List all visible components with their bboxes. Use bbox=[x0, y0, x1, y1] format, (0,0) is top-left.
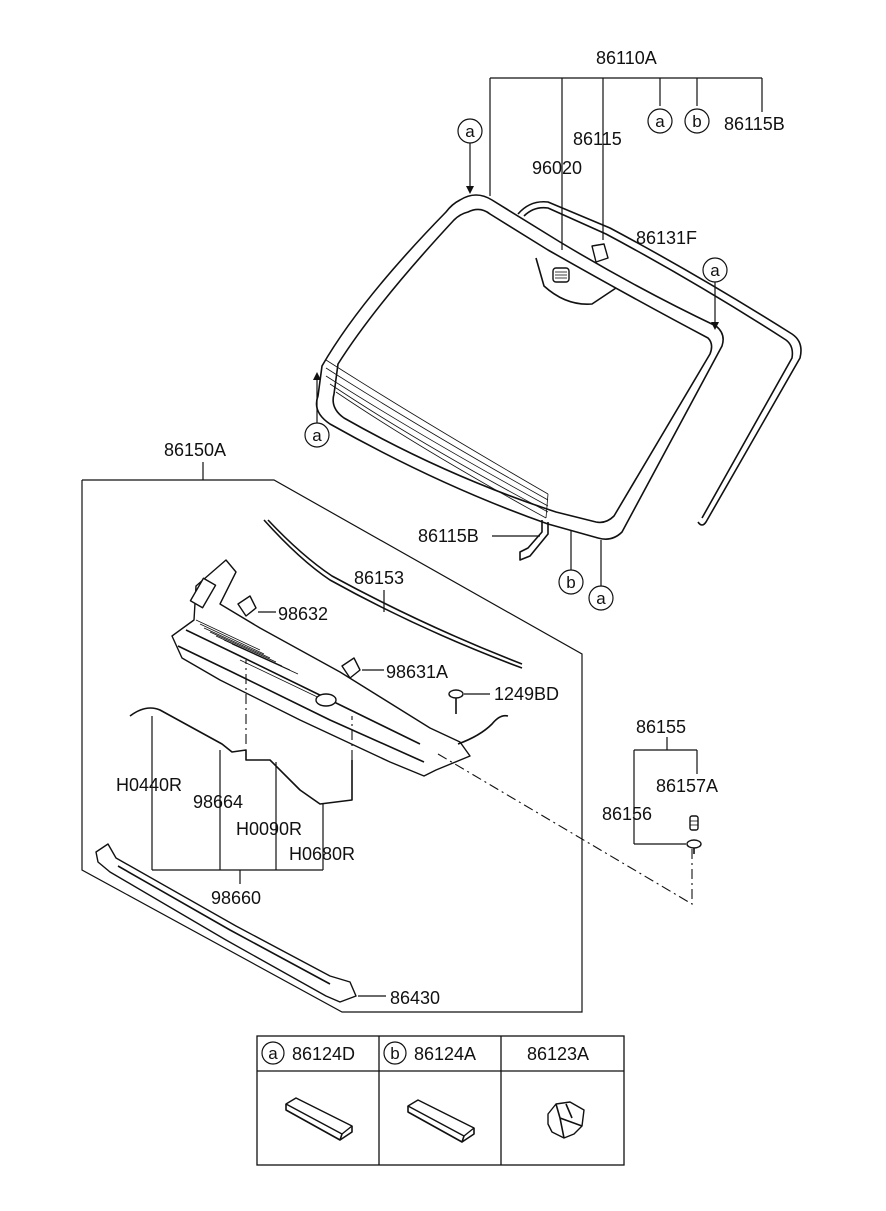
svg-text:b: b bbox=[566, 573, 575, 592]
svg-text:a: a bbox=[465, 122, 475, 141]
callout-a-top-right: a bbox=[647, 108, 673, 134]
table-callout-b: b bbox=[390, 1044, 399, 1063]
label-86156: 86156 bbox=[602, 804, 652, 824]
nozzle-98632 bbox=[237, 595, 276, 617]
label-86430: 86430 bbox=[390, 988, 440, 1008]
label-98631a: 98631A bbox=[386, 662, 448, 682]
washer-hose-assy bbox=[129, 660, 353, 805]
label-86115b-bottom: 86115B bbox=[418, 526, 479, 546]
parts-table bbox=[256, 1035, 625, 1166]
table-partno-86124d: 86124D bbox=[292, 1044, 355, 1064]
callout-b-top-right: b bbox=[684, 108, 710, 134]
label-96020: 96020 bbox=[532, 158, 582, 178]
label-1249bd: 1249BD bbox=[494, 684, 559, 704]
bracket-86115b-bottom bbox=[492, 520, 549, 561]
clip-86156 bbox=[686, 839, 702, 854]
label-h0090r: H0090R bbox=[236, 819, 302, 839]
label-86150a: 86150A bbox=[164, 440, 226, 460]
windshield-glass bbox=[315, 194, 724, 540]
leader-tree-86110a bbox=[489, 77, 763, 250]
clip-86157a bbox=[689, 815, 699, 831]
label-98664: 98664 bbox=[193, 792, 243, 812]
label-86115b-top: 86115B bbox=[724, 114, 785, 134]
label-h0440r: H0440R bbox=[116, 775, 182, 795]
table-partno-86123a: 86123A bbox=[527, 1044, 589, 1064]
moulding-86131f bbox=[517, 200, 802, 526]
label-98632: 98632 bbox=[278, 604, 328, 624]
svg-text:a: a bbox=[710, 261, 720, 280]
label-86115: 86115 bbox=[573, 129, 622, 149]
cover-86430 bbox=[95, 843, 386, 1003]
table-col-86124a: b 86124A bbox=[383, 1041, 476, 1143]
svg-text:a: a bbox=[655, 112, 665, 131]
cowl-top-cover bbox=[171, 559, 471, 777]
leader-tree-86155 bbox=[633, 737, 698, 845]
nozzle-98631a bbox=[341, 657, 384, 679]
label-86131f: 86131F bbox=[636, 228, 697, 248]
rain-sensor-96020 bbox=[552, 267, 570, 283]
table-callout-a: a bbox=[268, 1044, 278, 1063]
svg-text:b: b bbox=[692, 112, 701, 131]
table-partno-86124a: 86124A bbox=[414, 1044, 476, 1064]
callout-a-top-left: a bbox=[457, 118, 483, 194]
svg-text:a: a bbox=[596, 589, 606, 608]
screw-1249bd bbox=[448, 689, 490, 714]
label-h0680r: H0680R bbox=[289, 844, 355, 864]
label-86157a: 86157A bbox=[656, 776, 718, 796]
leader-tree-98660 bbox=[151, 716, 324, 884]
table-col-86124d: a 86124D bbox=[261, 1041, 355, 1141]
callout-a-bottom: a bbox=[588, 540, 614, 611]
cowl-assy-boundary bbox=[81, 462, 583, 1013]
label-86155: 86155 bbox=[636, 717, 686, 737]
svg-text:a: a bbox=[312, 426, 322, 445]
label-86110a: 86110A bbox=[596, 48, 657, 68]
weatherstrip-86153 bbox=[263, 519, 523, 669]
label-86153: 86153 bbox=[354, 568, 404, 588]
leader-clip-dashed bbox=[437, 753, 693, 905]
callout-b-bottom: b bbox=[558, 530, 584, 595]
mirror-bracket-86115 bbox=[591, 243, 609, 263]
hose-right-end bbox=[457, 714, 509, 745]
callout-a-right: a bbox=[702, 257, 728, 330]
label-98660: 98660 bbox=[211, 888, 261, 908]
table-col-86123a: 86123A bbox=[527, 1044, 589, 1139]
